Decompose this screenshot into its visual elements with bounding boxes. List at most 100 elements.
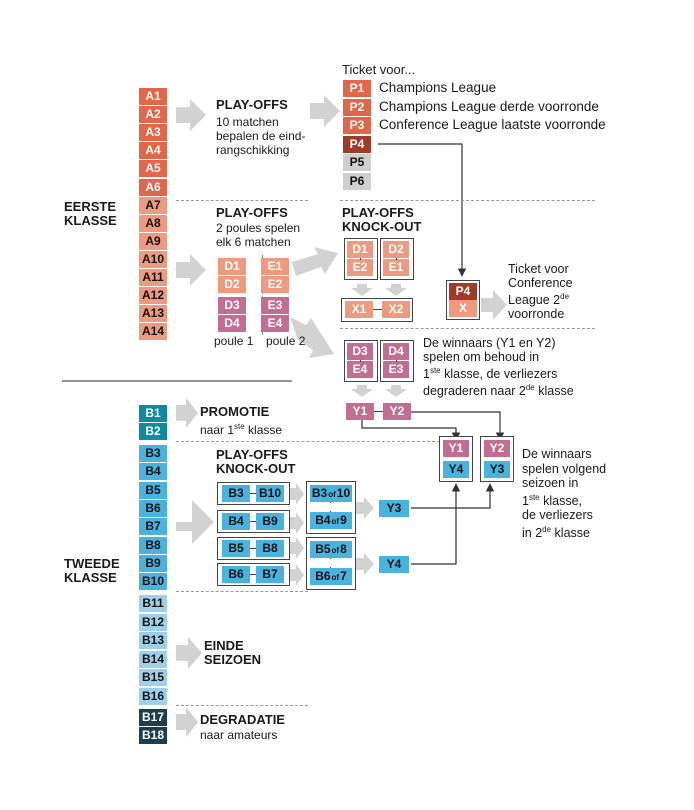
degradatie-title: DEGRADATIE <box>200 712 285 727</box>
b-match-away: B8 <box>256 540 284 557</box>
ko-y2: Y2 <box>383 403 411 420</box>
arrow-m1 <box>290 483 304 505</box>
final-y3: Y3 <box>484 461 510 478</box>
arrow-b-einde <box>176 637 202 669</box>
ticket-p1: P1 <box>343 80 371 97</box>
arrow-m2 <box>290 512 304 534</box>
arrow-poules-ko <box>292 247 338 276</box>
team-b6: B6 <box>139 499 167 517</box>
b-match-away: B10 <box>256 485 284 502</box>
arrow-down-4 <box>385 385 407 397</box>
match-link <box>250 548 256 549</box>
b-match-home: B5 <box>222 540 250 557</box>
separator <box>340 328 595 329</box>
team-a14: A14 <box>139 323 167 341</box>
b-match-away: B7 <box>256 566 284 583</box>
playoffs-top-desc: 10 matchen bepalen de eind- rangschikkin… <box>216 115 306 157</box>
ko-x2: X2 <box>382 301 410 318</box>
final-x: X <box>449 300 477 317</box>
arrow-down-2 <box>385 284 407 296</box>
arrow-m4 <box>290 564 304 586</box>
ticket-p2-text: Champions League derde voorronde <box>379 98 599 114</box>
ko-team: E4 <box>347 361 373 378</box>
ko-team: D3 <box>347 343 373 360</box>
team-a2: A2 <box>139 106 167 124</box>
b-match-home: B3 <box>222 485 250 502</box>
team-b2: B2 <box>139 423 167 440</box>
thin-lines <box>361 143 505 565</box>
separator <box>340 200 595 201</box>
team-b12: B12 <box>139 613 167 631</box>
team-b11: B11 <box>139 595 167 612</box>
ticket-p6: P6 <box>343 172 371 190</box>
promotie-title: PROMOTIE <box>200 404 270 419</box>
team-b10: B10 <box>139 573 167 591</box>
arrow-poules-relegation <box>290 317 334 358</box>
match-link <box>373 309 382 310</box>
b-match-home: B4 <box>222 513 250 530</box>
arrow-final <box>481 290 507 320</box>
arrow-b-degr <box>176 707 198 737</box>
team-b17: B17 <box>139 709 167 726</box>
promotie-sub: naar 1ste klasse <box>200 422 283 437</box>
team-a10: A10 <box>139 250 167 268</box>
poule-e3: E3 <box>261 297 289 314</box>
match-link <box>330 502 331 503</box>
match-link <box>250 493 256 494</box>
arrow-y3 <box>356 497 374 519</box>
match-link <box>360 258 361 260</box>
b-match-home: B6 <box>222 566 250 583</box>
ticket-p3-text: Conference League laatste voorronde <box>379 117 606 132</box>
poule-d4: D4 <box>218 315 246 332</box>
ko-x1: X1 <box>345 301 373 318</box>
team-a6: A6 <box>139 178 167 196</box>
team-a8: A8 <box>139 214 167 232</box>
team-a13: A13 <box>139 305 167 323</box>
poule-1-label: poule 1 <box>214 334 254 348</box>
ko-y1: Y1 <box>346 403 374 420</box>
ko-team: D2 <box>383 241 409 258</box>
playoffs-top-title: PLAY-OFFS <box>216 97 288 112</box>
team-a7: A7 <box>139 196 167 214</box>
final-p4: P4 <box>449 283 477 300</box>
arrow-b-promo <box>176 398 198 428</box>
separator <box>176 591 308 592</box>
team-b15: B15 <box>139 669 167 686</box>
b-semi: B4of9 <box>310 512 352 529</box>
ko-team: E1 <box>383 259 409 276</box>
b-semi: B5of8 <box>310 541 352 558</box>
relegation-text: De winnaars (Y1 en Y2) spelen om behoud … <box>423 336 574 399</box>
b-semi: B3of10 <box>310 485 352 502</box>
poule-e1: E1 <box>261 258 289 275</box>
b-y4: Y4 <box>379 556 409 573</box>
separator <box>176 200 308 201</box>
match-link <box>330 567 331 568</box>
team-a4: A4 <box>139 142 167 160</box>
match-link <box>374 411 383 412</box>
degradatie-sub: naar amateurs <box>200 728 278 742</box>
flow-arrows <box>176 95 507 737</box>
ticket-p3: P3 <box>343 117 371 134</box>
poule-d2: D2 <box>218 276 246 293</box>
team-a9: A9 <box>139 232 167 250</box>
ticket-p5: P5 <box>343 154 371 171</box>
match-link <box>396 360 397 362</box>
b-match-away: B9 <box>256 513 284 530</box>
separator <box>176 705 308 706</box>
team-a5: A5 <box>139 160 167 178</box>
playoffs-mid-title: PLAY-OFFS <box>216 205 288 220</box>
b-y3: Y3 <box>379 500 409 517</box>
team-b4: B4 <box>139 463 167 481</box>
poule-e2: E2 <box>261 276 289 293</box>
ko-team: D4 <box>383 343 409 360</box>
final-y2: Y2 <box>484 440 510 457</box>
team-b16: B16 <box>139 687 167 705</box>
arrow-playoffs-ticket <box>310 95 340 127</box>
arrow-a-top <box>176 99 206 131</box>
arrow-a-mid <box>176 254 206 286</box>
team-a11: A11 <box>139 269 167 286</box>
team-b9: B9 <box>139 554 167 572</box>
